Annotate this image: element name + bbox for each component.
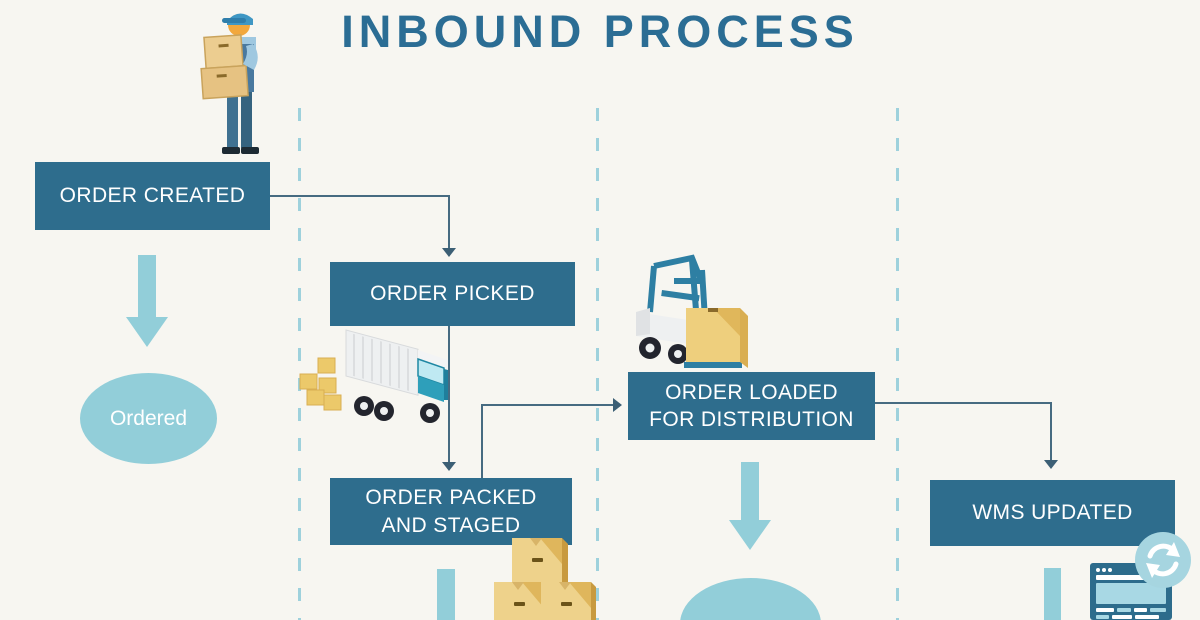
node-label: ORDER PICKED bbox=[370, 282, 535, 306]
arrow-packed-down bbox=[437, 569, 455, 620]
boxes-icon bbox=[494, 538, 596, 620]
arrow-created-to-ordered bbox=[126, 255, 168, 347]
connector-loaded-wms-v bbox=[1050, 402, 1052, 460]
node-order-created: ORDER CREATED bbox=[35, 162, 270, 230]
worker-icon bbox=[200, 13, 259, 154]
lane-divider-3 bbox=[896, 108, 899, 620]
arrowhead-into-wms bbox=[1044, 460, 1058, 469]
node-label: ORDER CREATED bbox=[59, 184, 246, 208]
connector-created-picked-h bbox=[270, 195, 450, 197]
forklift-icon bbox=[636, 254, 748, 368]
connector-packed-loaded-h bbox=[481, 404, 613, 406]
node-label-line2: FOR DISTRIBUTION bbox=[649, 408, 854, 431]
arrow-loaded-down bbox=[729, 462, 771, 550]
node-label-line1: ORDER PACKED bbox=[365, 486, 537, 510]
connector-created-picked-v bbox=[448, 195, 450, 248]
lane-divider-2 bbox=[596, 108, 599, 620]
node-label: WMS UPDATED bbox=[972, 501, 1133, 525]
node-label-line2: AND STAGED bbox=[381, 513, 521, 537]
arrow-wms-down bbox=[1044, 568, 1061, 620]
diagram-title: INBOUND PROCESS bbox=[341, 6, 859, 57]
status-label: Ordered bbox=[109, 406, 188, 430]
status-ordered: Ordered bbox=[80, 373, 217, 464]
lane-divider-1 bbox=[298, 108, 301, 620]
node-order-picked: ORDER PICKED bbox=[330, 262, 575, 326]
arrowhead-into-picked bbox=[442, 248, 456, 257]
connector-picked-packed-v bbox=[448, 326, 450, 462]
sync-icon bbox=[1135, 532, 1191, 588]
connector-loaded-wms-h bbox=[875, 402, 1052, 404]
node-order-loaded-distribution: ORDER LOADED FOR DISTRIBUTION bbox=[628, 372, 875, 440]
node-wms-updated: WMS UPDATED bbox=[930, 480, 1175, 546]
node-order-packed-staged: ORDER PACKED AND STAGED bbox=[330, 478, 572, 545]
truck-icon bbox=[299, 329, 448, 423]
connector-packed-loaded-v bbox=[481, 404, 483, 478]
arrowhead-into-loaded bbox=[613, 398, 622, 412]
node-label-line1: ORDER LOADED bbox=[665, 380, 838, 404]
arrowhead-into-packed bbox=[442, 462, 456, 471]
status-ellipse-cutoff bbox=[680, 578, 821, 620]
